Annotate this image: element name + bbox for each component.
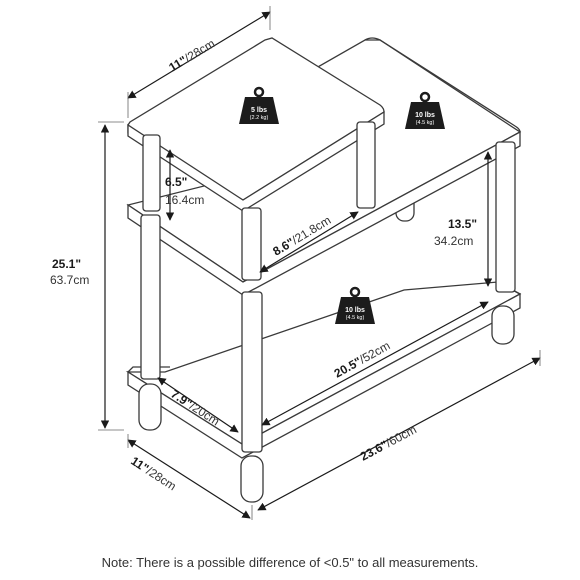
svg-text:23.6"/60cm: 23.6"/60cm: [358, 422, 419, 463]
dim-shelf-clearance-inch: 13.5": [448, 217, 477, 231]
measurement-note: Note: There is a possible difference of …: [101, 555, 479, 570]
label-top-depth: 11"/28cm: [166, 36, 217, 74]
dim-total-width-cm: /60cm: [383, 422, 418, 450]
weight-sublabel-middle: (4.5 kg): [346, 315, 365, 321]
weight-label-middle: 10 lbs: [345, 307, 365, 314]
dim-upper-clearance-cm: 16.4cm: [165, 193, 204, 207]
svg-text:11"/28cm: 11"/28cm: [166, 36, 217, 74]
weight-sublabel-top-small: (2.2 kg): [250, 115, 269, 121]
bottom-shelf: [125, 281, 522, 459]
weight-label-top-small: 5 lbs: [251, 107, 267, 114]
dim-top-depth-cm: /28cm: [182, 36, 217, 65]
lower-legs: [140, 141, 516, 453]
dim-height-cm: 63.7cm: [50, 273, 89, 287]
label-bottom-depth: 11"/28cm: [128, 454, 178, 494]
dim-bottom-depth-cm: /28cm: [144, 464, 179, 494]
dimension-lines: [98, 6, 541, 520]
svg-text:11"/28cm: 11"/28cm: [128, 454, 178, 494]
weight-sublabel-top-large: (4.5 kg): [416, 120, 435, 126]
dim-upper-clearance-inch: 6.5": [165, 175, 187, 189]
weight-label-top-large: 10 lbs: [415, 112, 435, 119]
label-total-width: 23.6"/60cm: [358, 422, 419, 463]
weight-icon: 10 lbs (4.5 kg): [335, 286, 375, 324]
weight-icon: 10 lbs (4.5 kg): [405, 91, 445, 129]
upper-legs: [142, 121, 376, 281]
dim-shelf-clearance-cm: 34.2cm: [434, 234, 473, 248]
dim-height-inch: 25.1": [52, 257, 81, 271]
